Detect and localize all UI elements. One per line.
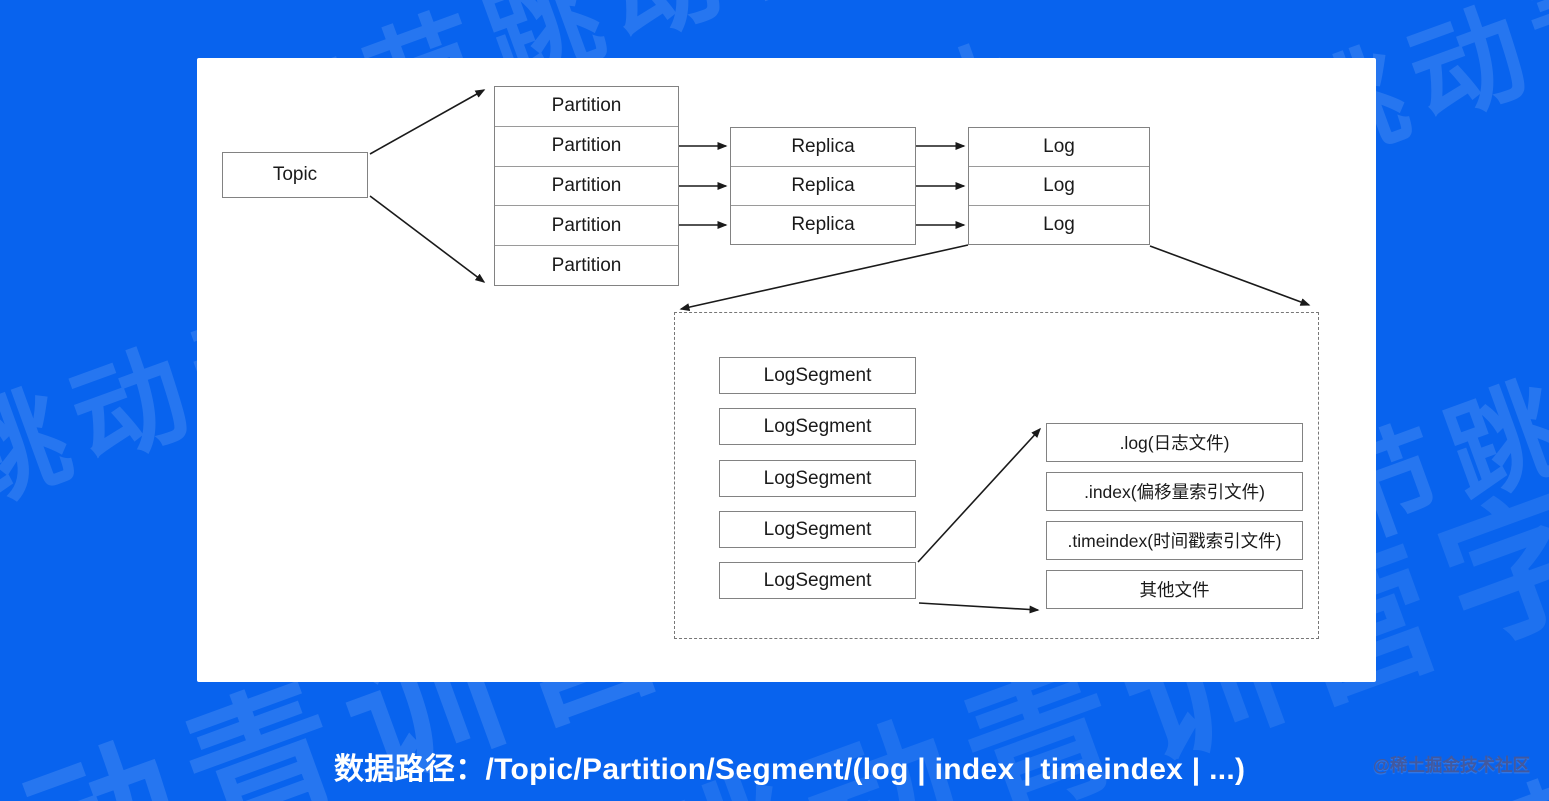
partition-box: Partition	[495, 205, 678, 245]
community-credit: @稀土掘金技术社区	[1372, 755, 1530, 775]
other-file-box: 其他文件	[1046, 570, 1303, 609]
log-box: Log	[1043, 136, 1075, 157]
arrow-log-to-segmentgroup-left	[679, 244, 969, 312]
log-file-box: .log(日志文件)	[1046, 423, 1303, 462]
logsegment-box: LogSegment	[719, 460, 916, 497]
topic-label: Topic	[272, 164, 318, 185]
replica-box: Replica	[731, 166, 915, 205]
replica-box: Replica	[791, 136, 855, 157]
segment-group-box	[674, 312, 1319, 639]
timeindex-file-box: .timeindex(时间戳索引文件)	[1046, 521, 1303, 560]
diagram-panel: Topic Partition Partition Partition Part…	[197, 58, 1376, 682]
partition-box: Partition	[495, 245, 678, 285]
logsegment-box: LogSegment	[719, 357, 916, 394]
index-file-box: .index(偏移量索引文件)	[1046, 472, 1303, 511]
logsegment-box: LogSegment	[719, 511, 916, 548]
replica-box: Replica	[731, 205, 915, 244]
partition-box: Partition	[495, 125, 678, 166]
partition-box: Partition	[495, 165, 678, 206]
topic-box: Topic	[222, 152, 368, 198]
arrow-topic-to-partition-bottom	[369, 195, 486, 283]
log-stack: Log Log Log	[968, 127, 1150, 245]
logsegment-box: LogSegment	[719, 562, 916, 599]
log-box: Log	[969, 166, 1149, 205]
log-box: Log	[969, 205, 1149, 244]
arrow-log-to-segmentgroup-right	[1149, 245, 1311, 306]
data-path-caption: 数据路径：/Topic/Partition/Segment/(log | ind…	[334, 753, 1246, 786]
arrow-topic-to-partition-top	[369, 89, 486, 155]
replica-stack: Replica Replica Replica	[730, 127, 916, 245]
partition-stack: Partition Partition Partition Partition …	[494, 86, 679, 286]
partition-box: Partition	[551, 95, 622, 117]
logsegment-box: LogSegment	[719, 408, 916, 445]
